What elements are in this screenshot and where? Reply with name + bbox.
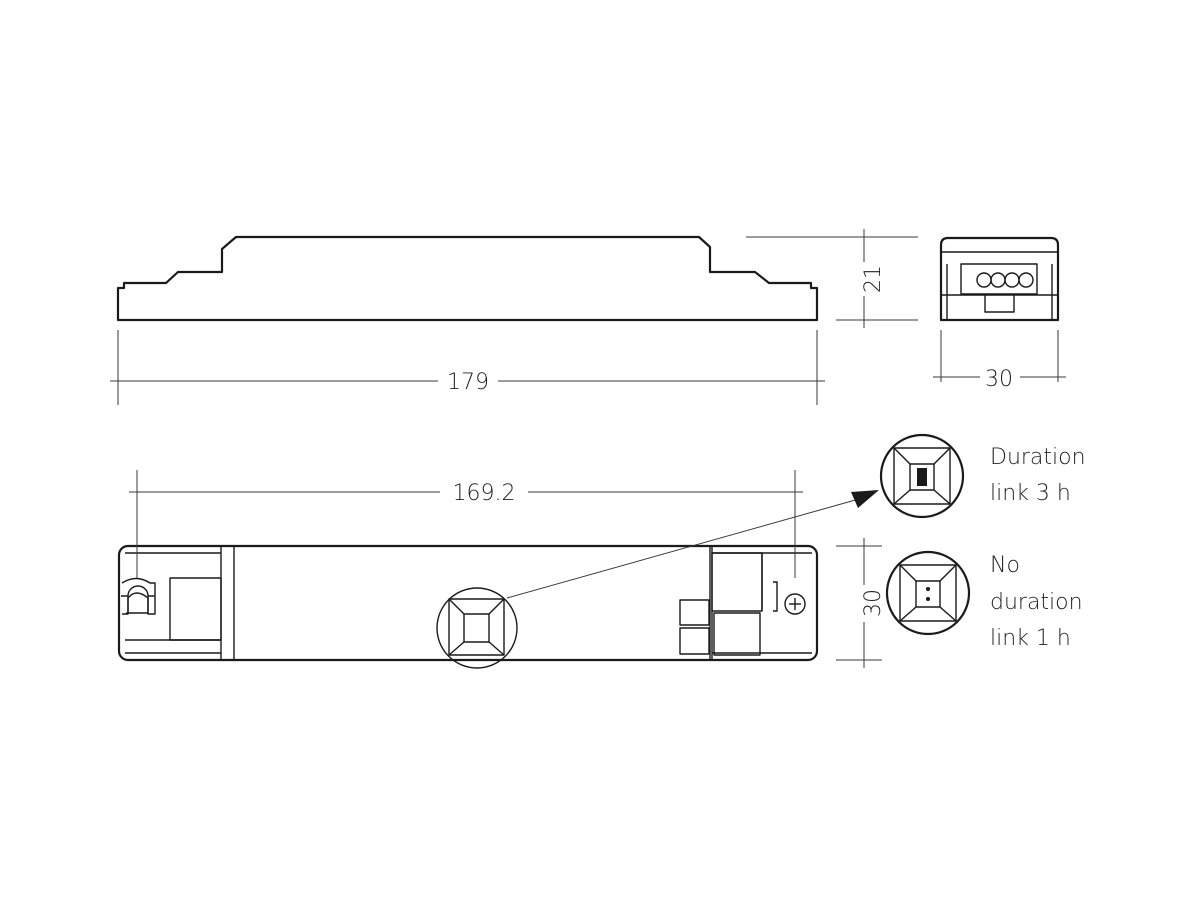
mounting-screw-icon xyxy=(784,593,806,615)
option-no-duration-link-1h: No duration link 1 h xyxy=(885,550,1083,651)
top-view-outline xyxy=(117,544,819,662)
top-view xyxy=(117,544,819,669)
callout-leader xyxy=(506,490,879,599)
dimension-label-30-top: 30 xyxy=(861,589,886,617)
side-view xyxy=(116,235,819,322)
duration-link-icon xyxy=(879,433,965,519)
side-view-outline xyxy=(116,235,819,322)
dimension-end-width: 30 xyxy=(933,330,1066,392)
dimension-label-30-end: 30 xyxy=(985,367,1013,392)
option-2-line-2: duration xyxy=(990,590,1083,615)
option-2-line-1: No xyxy=(990,553,1020,578)
option-1-line-2: link 3 h xyxy=(990,481,1071,506)
dimension-label-21: 21 xyxy=(861,265,886,293)
option-2-line-3: link 1 h xyxy=(990,626,1071,651)
no-duration-link-icon xyxy=(885,550,971,636)
connector-pin xyxy=(976,272,992,288)
link-socket-callout xyxy=(436,587,518,669)
dimension-top-width: 30 xyxy=(836,538,886,668)
option-1-line-1: Duration xyxy=(990,445,1086,470)
connector-pin xyxy=(1004,272,1020,288)
end-view-outline xyxy=(939,236,1060,322)
dimension-label-179: 179 xyxy=(447,370,489,395)
dimension-side-length: 179 xyxy=(110,330,825,405)
mounting-slot xyxy=(121,585,155,614)
connector-pin xyxy=(990,272,1006,288)
connector-pin xyxy=(1018,272,1034,288)
end-view xyxy=(939,236,1060,322)
option-duration-link-3h: Duration link 3 h xyxy=(879,433,1086,519)
dimension-side-height: 21 xyxy=(746,229,918,328)
dimension-label-169-2: 169.2 xyxy=(453,481,516,506)
dimension-top-length: 169.2 xyxy=(129,470,803,578)
